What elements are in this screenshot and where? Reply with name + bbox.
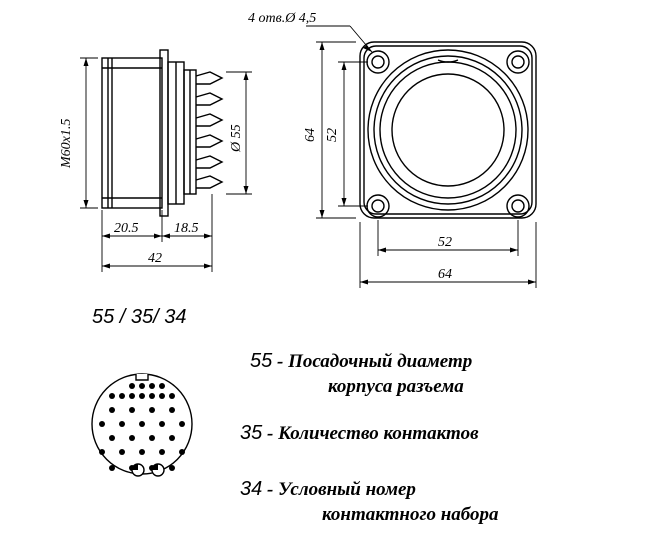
dim-right: 18.5 (174, 221, 199, 236)
pin (169, 407, 175, 413)
pin (169, 465, 175, 471)
width-outer: 64 (438, 267, 452, 282)
legend-text: Количество контактов (278, 423, 479, 444)
code-label: 55 / 35/ 34 (92, 306, 187, 328)
pin (139, 393, 145, 399)
pin (139, 383, 145, 389)
height-inner: 52 (325, 128, 340, 142)
legend-text: корпуса разъема (328, 376, 464, 397)
pin-grid (99, 383, 185, 477)
legend-dash: - (272, 351, 289, 372)
power-pin-mark (152, 464, 158, 470)
pin (109, 435, 115, 441)
legend-item-1: 55 - Посадочный диаметр (250, 350, 472, 373)
pin (149, 435, 155, 441)
legend-text: Посадочный диаметр (288, 351, 473, 372)
pin (139, 449, 145, 455)
pin (159, 421, 165, 427)
pin (139, 421, 145, 427)
mounting-hole (506, 194, 530, 218)
dim-total: 42 (148, 251, 162, 266)
pin (159, 383, 165, 389)
pin (119, 393, 125, 399)
legend-text: контактного набора (322, 504, 499, 525)
width-inner: 52 (438, 235, 452, 250)
pin (149, 393, 155, 399)
legend-num: 34 (240, 478, 263, 500)
pin (149, 407, 155, 413)
pin (109, 407, 115, 413)
pin-layout (91, 373, 193, 477)
pin (169, 393, 175, 399)
pin (119, 449, 125, 455)
diameter-label: Ø 55 (229, 124, 244, 153)
legend-item-2: 35 - Количество контактов (240, 422, 479, 445)
legend-item-3-cont: контактного набора (322, 504, 498, 526)
legend-num: 35 (240, 422, 263, 444)
pin (99, 449, 105, 455)
pin (149, 383, 155, 389)
pin (129, 393, 135, 399)
legend-text: Условный номер (278, 479, 416, 500)
pin (169, 435, 175, 441)
power-pin-mark (132, 464, 138, 470)
legend-item-3: 34 - Условный номер (240, 478, 416, 501)
dim-left: 20.5 (114, 221, 139, 236)
pin (99, 421, 105, 427)
height-outer: 64 (303, 128, 318, 142)
side-view (101, 49, 224, 217)
pin (129, 435, 135, 441)
pin (159, 449, 165, 455)
mounting-hole (366, 50, 390, 74)
legend-dash: - (262, 423, 279, 444)
front-view-dimensions (306, 25, 537, 288)
front-view-arrows (319, 42, 536, 285)
side-view-dimensions (80, 57, 252, 272)
pin (109, 465, 115, 471)
legend-dash: - (262, 479, 279, 500)
pin (109, 393, 115, 399)
pin (179, 421, 185, 427)
holes-label: 4 отв.Ø 4,5 (248, 11, 316, 26)
pin (129, 383, 135, 389)
mounting-hole (506, 50, 530, 74)
pin (119, 421, 125, 427)
front-view (359, 41, 537, 219)
pin (129, 407, 135, 413)
side-view-arrows (83, 58, 249, 269)
pin (179, 449, 185, 455)
thread-label: M60x1.5 (59, 119, 74, 169)
pin (159, 393, 165, 399)
legend-num: 55 (250, 350, 273, 372)
legend-item-1-cont: корпуса разъема (328, 376, 464, 398)
